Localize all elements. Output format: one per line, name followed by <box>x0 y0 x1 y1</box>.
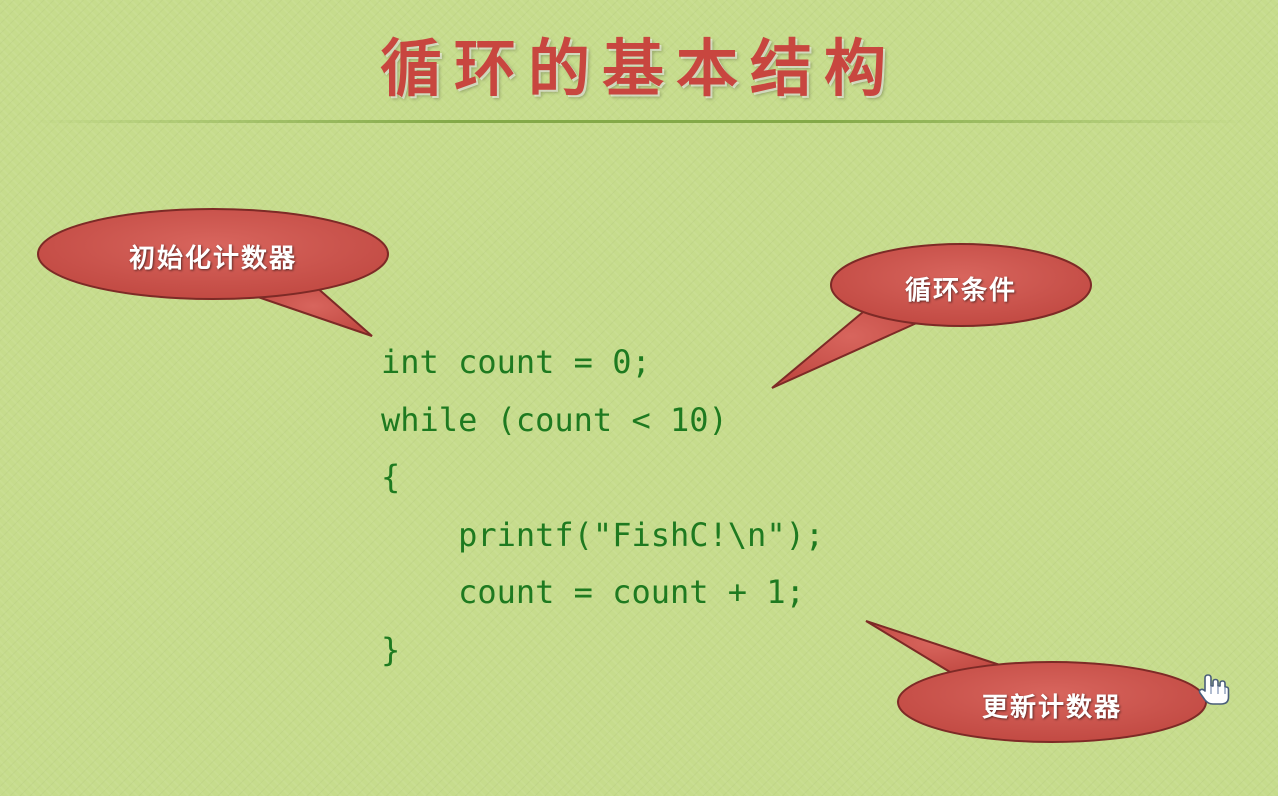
callout-init-counter-label: 初始化计数器 <box>128 244 297 274</box>
code-line: int count = 0; <box>381 343 651 381</box>
code-line: { <box>381 458 401 496</box>
code-line: while (count < 10) <box>381 400 728 439</box>
hand-pointer-icon <box>1195 670 1235 710</box>
callout-loop-condition-bubble <box>771 243 1092 389</box>
code-block: int count = 0; while (count < 10) { printf… <box>381 334 824 679</box>
callout-loop-condition-label: 循环条件 <box>904 276 1017 306</box>
callout-update-counter-label: 更新计数器 <box>981 693 1122 723</box>
code-line: count = count + 1; <box>381 573 805 611</box>
slide-title: 循环的基本结构 <box>379 32 898 105</box>
title-divider <box>30 120 1248 123</box>
callout-init-counter-bubble <box>37 208 389 337</box>
code-line: } <box>381 630 401 669</box>
code-line: printf("FishC!\n"); <box>381 515 825 554</box>
